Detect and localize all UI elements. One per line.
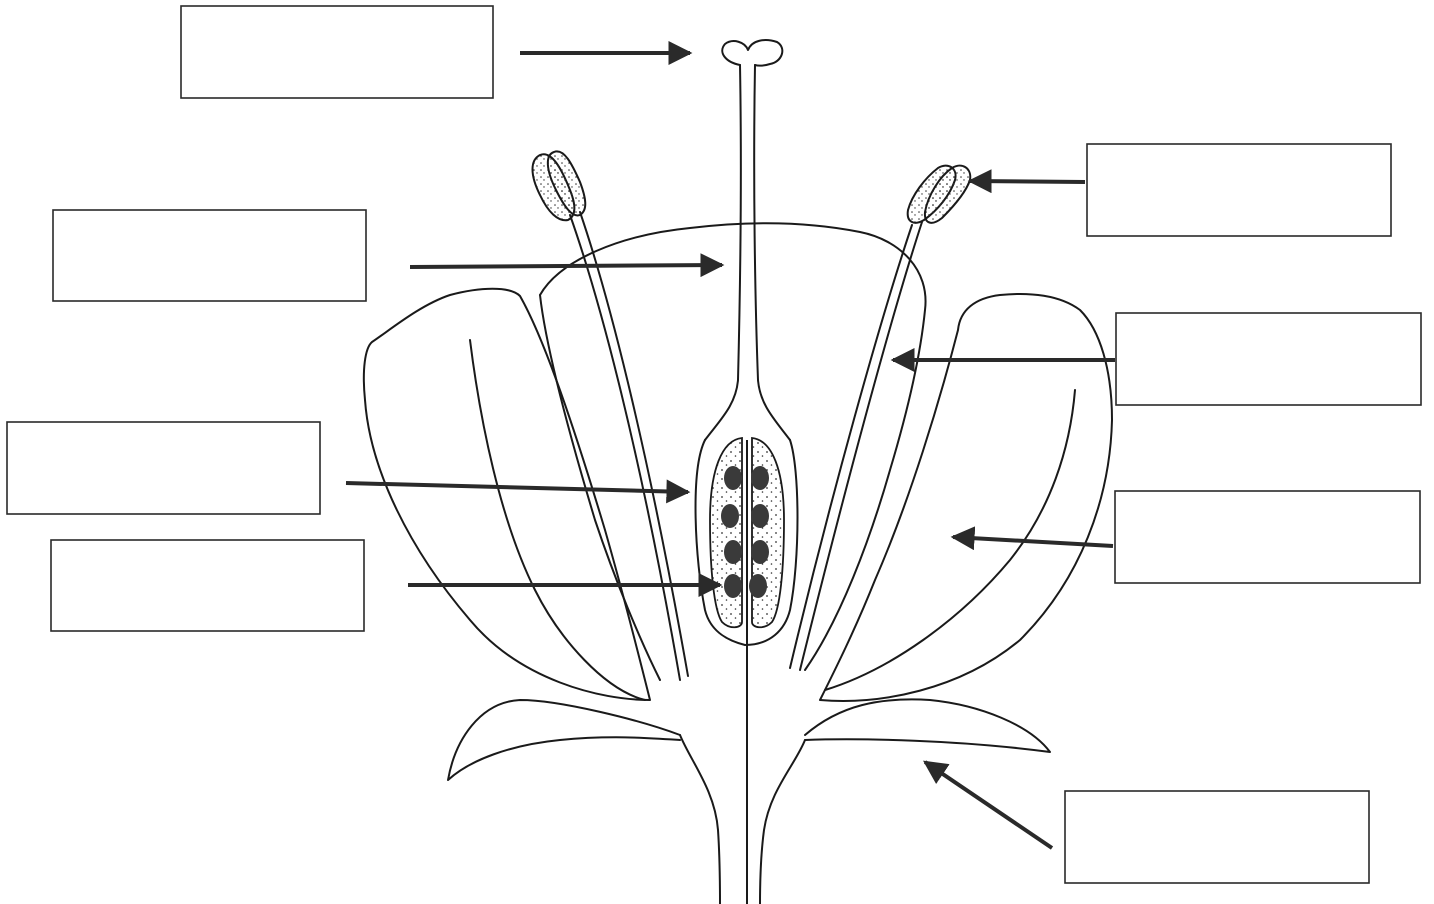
label-filament xyxy=(1116,313,1421,405)
label-style xyxy=(53,210,366,301)
style-left xyxy=(704,64,742,441)
left-anther xyxy=(531,150,587,222)
stigma-shape xyxy=(721,39,784,67)
ovule xyxy=(721,504,739,528)
ovule xyxy=(724,466,742,490)
label-box-ovule xyxy=(50,539,365,632)
label-ovule xyxy=(51,540,364,631)
right-outer-petal xyxy=(819,292,1113,702)
ovule xyxy=(751,540,769,564)
right-anther xyxy=(906,164,972,224)
left-outer-petal-inner-edge xyxy=(469,339,646,701)
ovule xyxy=(724,540,742,564)
label-box-sepal xyxy=(1064,790,1370,884)
label-box-petal xyxy=(1114,490,1421,584)
label-anther xyxy=(1087,144,1391,236)
right-filament-a xyxy=(789,224,913,669)
stalk-right xyxy=(759,739,806,904)
label-box-filament xyxy=(1115,312,1422,406)
ovules xyxy=(721,466,769,598)
left-filament-a xyxy=(569,214,681,681)
label-box-stigma xyxy=(180,5,494,99)
label-petal xyxy=(1115,491,1420,583)
label-sepal xyxy=(1065,791,1369,883)
arrow-sepal xyxy=(923,760,1054,850)
label-ovary xyxy=(7,422,320,514)
label-stigma xyxy=(181,6,493,98)
arrow-petal xyxy=(950,526,1114,551)
left-outer-petal xyxy=(362,287,651,701)
right-sepal xyxy=(804,698,1051,753)
ovule xyxy=(751,466,769,490)
left-inner-petal xyxy=(539,294,661,681)
right-outer-petal-inner-edge xyxy=(824,389,1076,691)
ovule xyxy=(751,504,769,528)
ovule xyxy=(724,574,742,598)
left-sepal xyxy=(447,699,681,781)
ovary-outline xyxy=(694,439,799,646)
ovule xyxy=(749,574,767,598)
label-box-ovary xyxy=(6,421,321,515)
arrow-anther xyxy=(967,169,1086,194)
label-box-anther xyxy=(1086,143,1392,237)
stalk-left xyxy=(679,734,721,904)
arrow-ovary xyxy=(345,479,691,504)
arrow-style xyxy=(409,253,725,278)
style-right xyxy=(753,64,791,441)
right-filament-b xyxy=(799,221,923,671)
label-box-style xyxy=(52,209,367,302)
left-filament-b xyxy=(579,211,689,677)
